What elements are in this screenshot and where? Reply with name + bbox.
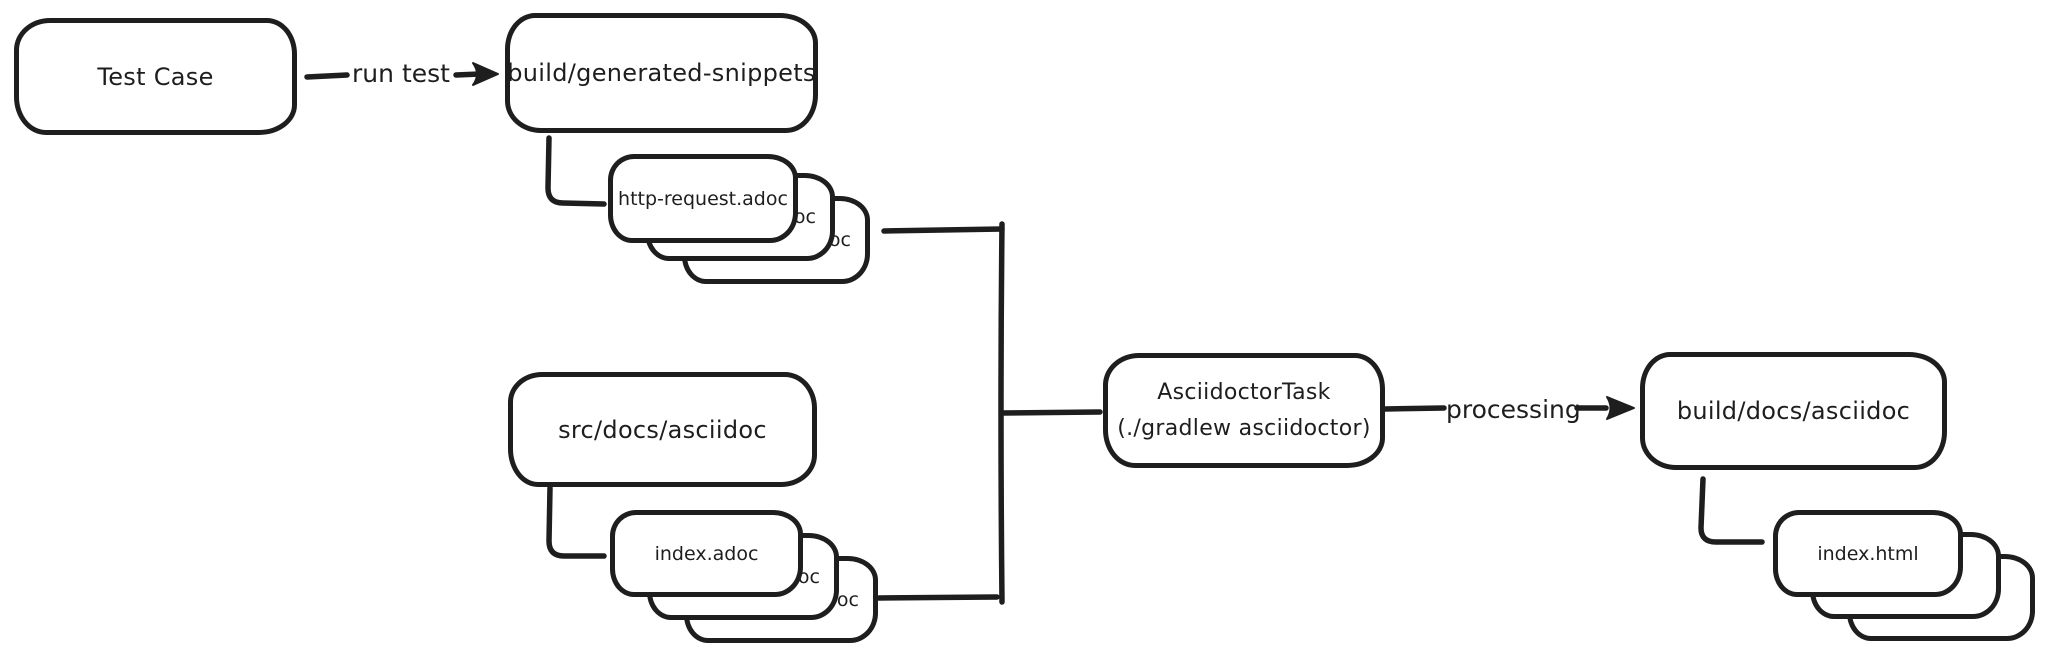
src-docs-asciidoc-label: src/docs/asciidoc xyxy=(558,415,767,444)
processing-edge-label: processing xyxy=(1446,395,1581,424)
asciidoctor-task-node: AsciidoctorTask (./gradlew asciidoctor) xyxy=(1103,353,1385,468)
test-case-label: Test Case xyxy=(97,62,214,91)
generated-snippets-node: build/generated-snippets xyxy=(505,13,818,133)
html-file-label: index.html xyxy=(1817,542,1919,565)
run-test-edge-label: run test xyxy=(352,59,450,88)
adoc-back-fragment: oc xyxy=(836,588,859,611)
build-docs-asciidoc-node: build/docs/asciidoc xyxy=(1640,352,1947,470)
html-file-card-front: index.html xyxy=(1773,510,1963,597)
run-test-arrowhead-icon xyxy=(472,62,499,86)
adoc-file-label: index.adoc xyxy=(654,542,759,565)
run-test-arrow-tail xyxy=(304,72,350,80)
processing-arrowhead-icon xyxy=(1606,396,1635,420)
snippet-file-card-front: http-request.adoc xyxy=(608,154,798,243)
elbow-html-connector xyxy=(1698,476,1765,545)
elbow-snippets-connector xyxy=(545,135,607,207)
asciidoctor-task-label: AsciidoctorTask (./gradlew asciidoctor) xyxy=(1117,375,1370,445)
build-docs-asciidoc-label: build/docs/asciidoc xyxy=(1676,397,1911,425)
processing-arrow-tail xyxy=(1382,405,1447,412)
elbow-adoc-connector xyxy=(546,485,607,559)
src-docs-asciidoc-node: src/docs/asciidoc xyxy=(508,372,817,487)
junction-bottom-line xyxy=(876,594,1000,601)
snippet-file-label: http-request.adoc xyxy=(618,187,788,210)
test-case-node: Test Case xyxy=(14,18,297,135)
junction-middle-branch xyxy=(999,409,1103,416)
adoc-mid-fragment: oc xyxy=(797,565,820,588)
junction-top-line xyxy=(881,226,1005,234)
adoc-file-card-front: index.adoc xyxy=(610,510,803,597)
generated-snippets-label: build/generated-snippets xyxy=(507,59,816,87)
asciidoctor-task-line1: AsciidoctorTask xyxy=(1157,380,1331,406)
snippet-mid-fragment: oc xyxy=(793,206,816,228)
asciidoctor-task-line2: (./gradlew asciidoctor) xyxy=(1117,415,1371,441)
